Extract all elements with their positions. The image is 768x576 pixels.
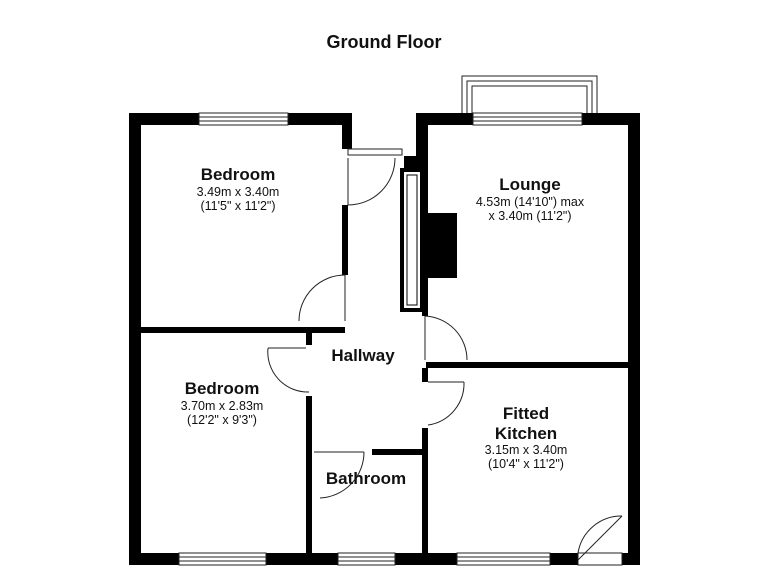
room-dimensions-imperial: (10'4" x 11'2"): [488, 457, 564, 472]
room-name-line1: Fitted: [502, 404, 550, 423]
wall-bottom-b: [266, 553, 338, 565]
wall-bottom-a: [129, 553, 179, 565]
room-dimensions-metric: 3.15m x 3.40m: [484, 443, 568, 458]
room-dimensions-imperial: (12'2" x 9'3"): [187, 412, 257, 427]
wall-kitchen-left-top: [422, 368, 428, 382]
label-bedroom2: Bedroom 3.70m x 2.83m (12'2" x 9'3"): [152, 379, 292, 427]
room-dimensions-metric: 3.70m x 2.83m: [180, 398, 264, 413]
wall-bed1-right-mid: [342, 205, 348, 275]
bathroom-door: [314, 451, 365, 499]
wall-bed1-right-top: [342, 113, 352, 149]
label-bedroom1: Bedroom 3.49m x 3.40m (11'5" x 11'2"): [168, 165, 308, 213]
bedroom1-door: [298, 274, 346, 322]
bedroom2-door: [267, 347, 310, 393]
room-name: Lounge: [499, 175, 561, 194]
room-name-line2: Kitchen: [494, 423, 558, 443]
hall-cupboard: [400, 168, 424, 312]
room-name: Bedroom: [184, 379, 260, 398]
room-dimensions-imperial: (11'5" x 11'2"): [200, 198, 276, 213]
window-bedroom2: [178, 552, 267, 566]
doors: [267, 148, 623, 566]
window-bathroom: [337, 552, 396, 566]
lounge-door: [424, 315, 468, 361]
wall-lounge-left-top: [416, 113, 428, 158]
window-lounge: [472, 112, 583, 126]
room-name: Bedroom: [200, 165, 276, 184]
room-dimensions-line2: x 3.40m (11'2"): [488, 208, 572, 223]
wall-top-lounge-right: [582, 113, 640, 125]
room-dimensions-metric: 3.49m x 3.40m: [196, 184, 280, 199]
room-name: Bathroom: [325, 469, 407, 488]
lounge-bay-window: [461, 75, 598, 115]
wall-bedrooms-divider: [141, 327, 321, 333]
back-door: [577, 515, 623, 566]
wall-top-bedroom-right: [288, 113, 352, 125]
window-kitchen: [456, 552, 551, 566]
walls: [129, 113, 640, 565]
window-bedroom1: [198, 112, 289, 126]
wall-bathroom-top: [372, 449, 428, 455]
windows: [178, 112, 583, 566]
label-kitchen: Fitted Kitchen 3.15m x 3.40m (10'4" x 11…: [456, 404, 596, 472]
plan-title: Ground Floor: [326, 32, 442, 52]
label-lounge: Lounge 4.53m (14'10") max x 3.40m (11'2"…: [450, 175, 610, 223]
front-door: [347, 148, 403, 206]
chimney-breast: [428, 213, 457, 278]
label-bathroom: Bathroom: [318, 469, 414, 489]
wall-top-lounge-left: [416, 113, 473, 125]
wall-kitchen-left: [422, 428, 428, 564]
kitchen-door: [427, 381, 465, 426]
wall-bottom-d: [550, 553, 578, 565]
wall-lounge-notch: [404, 156, 428, 168]
wall-lounge-left-mid: [422, 168, 428, 316]
wall-left: [129, 113, 141, 565]
wall-top-left: [129, 113, 199, 125]
room-name: Hallway: [331, 346, 395, 365]
room-dimensions-line1: 4.53m (14'10") max: [475, 194, 585, 209]
wall-bed2-right-top: [306, 333, 312, 345]
wall-right: [628, 113, 640, 565]
label-hallway: Hallway: [318, 346, 408, 366]
wall-bed2-right: [306, 396, 312, 564]
wall-lounge-kitchen: [426, 362, 640, 368]
wall-divider-end: [321, 327, 345, 333]
